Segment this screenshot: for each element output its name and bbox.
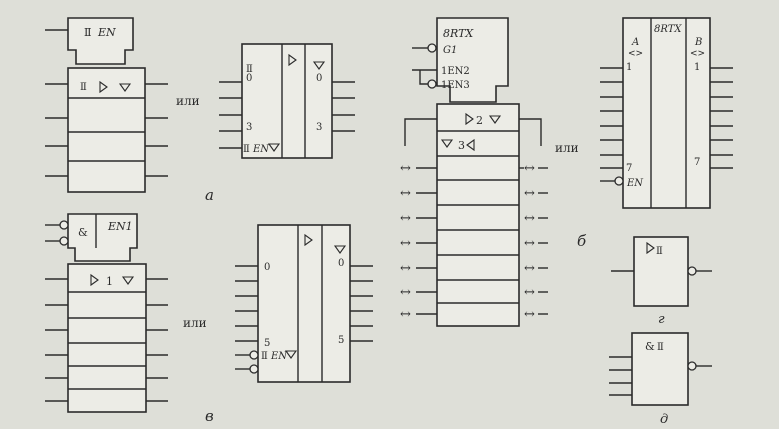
b-buffer2-triangle [465, 112, 474, 126]
v-tristate-triangle [121, 276, 135, 285]
figure-v-label: в [205, 407, 214, 425]
b-bidir-right-4: ↔ [524, 236, 535, 251]
a-alt-en: EN [252, 144, 270, 155]
v-alt-buffer-triangle [304, 233, 313, 247]
a-alt-tristate-triangle [312, 61, 326, 70]
v-alt-block [257, 224, 351, 383]
b-buffer3-triangle [466, 138, 475, 152]
v-alt-out-bottom-index: 5 [338, 335, 344, 346]
b-control-block [436, 17, 509, 103]
v-alt-tristate-triangle [333, 245, 347, 254]
a-control-block [67, 17, 134, 65]
a-control-schmitt: Ⅱ [84, 26, 91, 39]
figure-g-label: г [658, 312, 665, 327]
b-alt-out-top-index: 1 [694, 62, 700, 73]
b-alt-block [622, 17, 711, 209]
d-schmitt: Ⅱ [657, 342, 664, 353]
b-bidir-left-2: ↔ [400, 186, 411, 201]
b-bidir-left-1: ↔ [400, 161, 411, 176]
a-alt-top-index: 0 [246, 73, 252, 84]
b-bidir-left-7: ↔ [400, 307, 411, 322]
b-en2: 1EN2 [441, 66, 470, 77]
v-alt-bottom-index: 5 [264, 338, 270, 349]
figure-v: & EN1 1 в или 0 0 5 [45, 213, 373, 425]
a-buffer-triangle [99, 80, 108, 94]
a-buffer-block [67, 67, 146, 193]
v-buffer-block [67, 263, 147, 413]
g-schmitt: Ⅱ [656, 246, 663, 257]
a-tristate-triangle [118, 83, 132, 92]
b-buffer2-index: 2 [476, 114, 483, 127]
a-alt-en-schmitt: Ⅱ [243, 144, 250, 155]
b-alt-en: EN [626, 178, 644, 189]
b-header: 8RTX [443, 27, 474, 40]
a-or-word: или [176, 94, 200, 108]
v-buffer-index: 1 [106, 275, 113, 288]
d-and-gate: & [645, 340, 655, 353]
b-bidir-left-5: ↔ [400, 261, 411, 276]
b-bidir-right-2: ↔ [524, 186, 535, 201]
a-alt-out-top-index: 0 [316, 73, 322, 84]
b-g1: G1 [443, 45, 457, 56]
v-alt-top-index: 0 [264, 262, 270, 273]
v-control-en1: EN1 [107, 220, 133, 233]
b-transceiver-block [436, 103, 520, 327]
b-alt-out-bottom-index: 7 [694, 157, 700, 168]
b-alt-bottom-index: 7 [626, 163, 632, 174]
a-alt-buffer-triangle [288, 53, 297, 67]
a-alt-schmitt: Ⅱ [246, 64, 253, 75]
v-inv-circle-1 [59, 220, 69, 230]
b-alt-port-a: A [631, 37, 639, 48]
v-control-block [67, 213, 138, 262]
d-output-inversion [687, 361, 697, 371]
b-bidir-right-3: ↔ [524, 211, 535, 226]
figure-d: & Ⅱ д [609, 332, 712, 427]
a-alt-block [241, 43, 333, 159]
d-nand-block [631, 332, 689, 406]
b-bidir-left-3: ↔ [400, 211, 411, 226]
g-inverter-block [633, 236, 689, 307]
a-alt-en-tristate [267, 143, 281, 152]
a-alt-bottom-index: 3 [246, 122, 252, 133]
figure-b: 8RTX G1 1EN2 1EN3 2 3 ↔ ↔ ↔ ↔ [400, 17, 733, 327]
a-alt-out-bottom-index: 3 [316, 122, 322, 133]
b-alt-title: 8RTX [654, 24, 682, 35]
b-buffer3-index: 3 [458, 139, 465, 152]
b-tristate3-triangle [440, 139, 454, 148]
v-and-gate: & [78, 226, 88, 239]
v-alt-en-tristate [284, 350, 298, 359]
g-buffer-triangle [646, 241, 655, 255]
b-bidir-right-6: ↔ [524, 285, 535, 300]
v-buffer-triangle [90, 273, 99, 287]
b-bidir-left-4: ↔ [400, 236, 411, 251]
b-alt-port-b-bidir: <> [690, 49, 705, 59]
b-bidir-right-1: ↔ [524, 161, 535, 176]
v-alt-en-schmitt: Ⅱ [261, 351, 268, 362]
b-tristate2-triangle [488, 115, 502, 124]
v-or-word: или [183, 316, 207, 330]
figure-d-label: д [660, 412, 668, 427]
figure-a-label: а [205, 186, 214, 204]
a-control-en: EN [97, 26, 116, 39]
b-bidir-right-7: ↔ [524, 307, 535, 322]
g-output-inversion [687, 266, 697, 276]
b-or-word: или [555, 141, 579, 155]
b-en3: 1EN3 [441, 80, 470, 91]
b-alt-port-b: B [694, 37, 702, 48]
figure-a: Ⅱ EN Ⅱ а или Ⅱ 0 3 Ⅱ EN 0 3 [45, 17, 355, 204]
a-schmitt-symbol: Ⅱ [80, 82, 87, 93]
v-alt-en: EN [270, 351, 288, 362]
v-inv-circle-2 [59, 236, 69, 246]
b-bidir-right-5: ↔ [524, 261, 535, 276]
figure-b-label: б [577, 232, 587, 250]
b-alt-port-a-bidir: <> [628, 49, 643, 59]
b-bidir-left-6: ↔ [400, 285, 411, 300]
figure-g: Ⅱ г [611, 236, 712, 327]
b-alt-top-index: 1 [626, 62, 632, 73]
v-alt-out-top-index: 0 [338, 258, 344, 269]
